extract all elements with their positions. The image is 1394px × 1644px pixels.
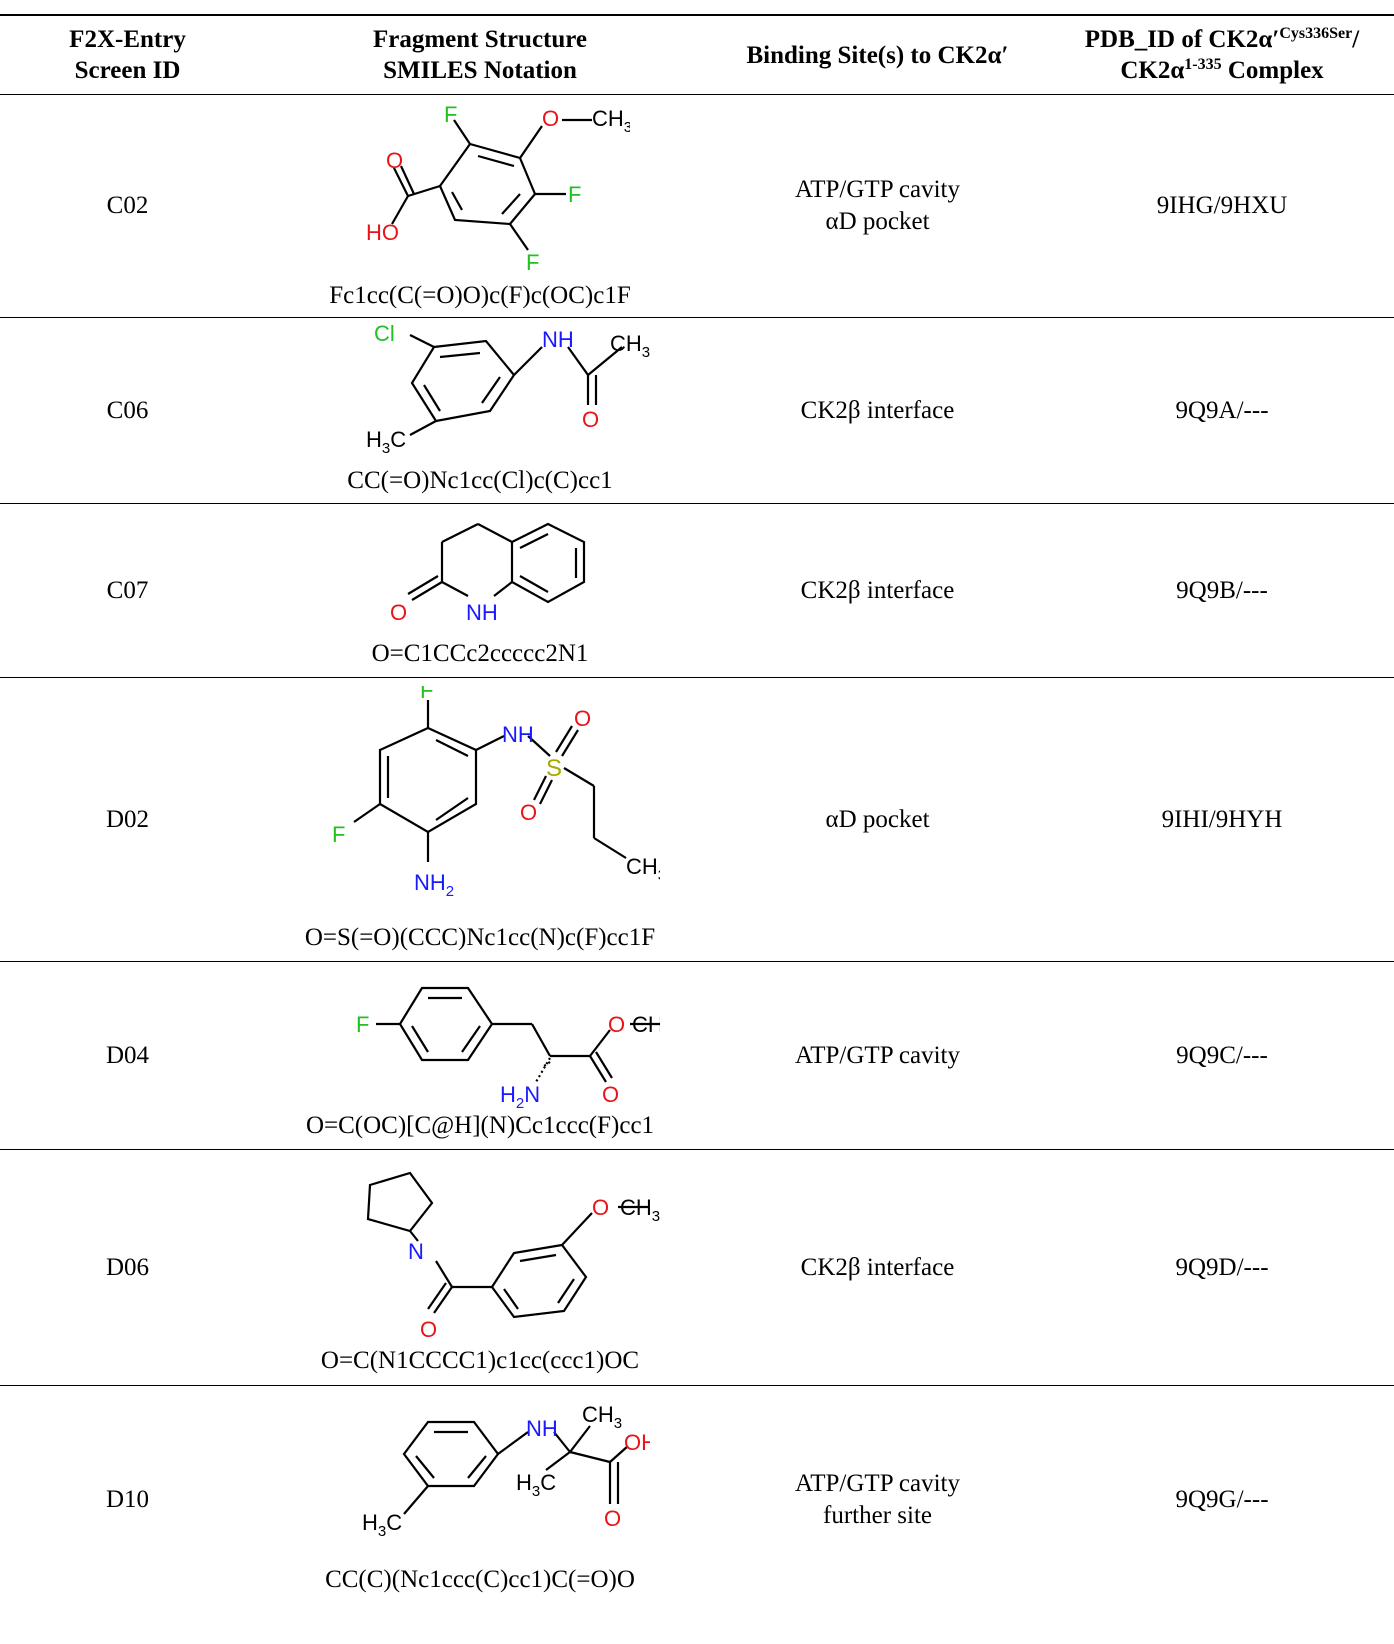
atom-nh: NH: [466, 600, 498, 625]
screen-id: D04: [0, 961, 255, 1150]
structure-d04: F O CH3 O H2N: [356, 986, 660, 1110]
table-row: C06 Cl NH CH3 O: [0, 317, 1394, 504]
pdb-id: 9Q9A/---: [1050, 317, 1394, 504]
atom-f: F: [444, 102, 457, 127]
atom-ch3: CH3: [632, 1012, 660, 1042]
pdb-id: 9IHG/9HXU: [1050, 94, 1394, 318]
screen-id: C02: [0, 94, 255, 318]
atom-o: O: [582, 407, 599, 432]
structure-d06: N O O CH3: [366, 1171, 660, 1342]
atom-s: S: [546, 755, 562, 782]
binding-site: CK2β interface: [705, 317, 1050, 504]
fragment-structure: F O CH3 O H2N O=C(OC)[C@H](N)Cc1ccc(F)cc…: [255, 961, 705, 1150]
fragment-structure: Cl NH CH3 O H3C CC(=O)Nc1cc(Cl)c(C)cc1: [255, 317, 705, 504]
atom-nh: NH: [526, 1416, 558, 1441]
table-row: C07 O NH O=C1CCc2ccccc2N1: [0, 503, 1394, 678]
fragment-structure: F NH S O O CH3 F NH2 O=S(=O)(CCC)Nc1cc(N…: [255, 677, 705, 962]
header-row: F2X-Entry Screen ID Fragment Structure S…: [0, 16, 1394, 95]
atom-f: F: [332, 822, 345, 847]
structure-d10: NH CH3 OH H3C O H3C: [362, 1404, 650, 1540]
smiles-notation: O=C(OC)[C@H](N)Cc1ccc(F)cc1: [305, 1111, 655, 1139]
atom-nh2: NH2: [414, 870, 454, 900]
header-fragment-structure: Fragment Structure SMILES Notation: [255, 16, 705, 95]
screen-id: C06: [0, 317, 255, 504]
smiles-notation: Fc1cc(C(=O)O)c(F)c(OC)c1F: [329, 282, 631, 309]
atom-ch3: CH3: [610, 331, 650, 361]
atom-o: O: [520, 800, 537, 825]
fragment-structure: F O CH3 F F O HO Fc1cc(C(=O)O)c(F)c(OC)c…: [255, 94, 705, 318]
table-row: D04 F O: [0, 961, 1394, 1150]
atom-h3c: H3C: [366, 427, 406, 457]
atom-cl: Cl: [374, 325, 395, 346]
binding-site: ATP/GTP cavity: [705, 961, 1050, 1150]
smiles-notation: O=C(N1CCCC1)c1cc(ccc1)OC: [320, 1346, 640, 1374]
atom-o: O: [420, 1317, 437, 1342]
atom-nh: NH: [542, 327, 574, 352]
atom-f: F: [526, 250, 539, 275]
smiles-notation: O=S(=O)(CCC)Nc1cc(N)c(F)cc1F: [304, 923, 656, 951]
atom-n: N: [408, 1239, 424, 1264]
fragment-structure: NH CH3 OH H3C O H3C CC(C)(Nc1ccc(C)cc1)C…: [255, 1386, 705, 1614]
atom-nh: NH: [502, 722, 534, 747]
smiles-notation: O=C1CCc2ccccc2N1: [371, 639, 589, 667]
header-screen-id: F2X-Entry Screen ID: [0, 16, 255, 95]
atom-ch3: CH3: [620, 1195, 660, 1225]
structure-c07: O NH: [390, 522, 586, 625]
structure-c02: F O CH3 F F O HO: [366, 102, 630, 275]
table-row: D10 NH CH3: [0, 1386, 1394, 1614]
fragment-structure: N O O CH3 O=C(N1CCCC1)c1cc(ccc1)OC: [255, 1149, 705, 1386]
smiles-notation: CC(=O)Nc1cc(Cl)c(C)cc1: [347, 466, 613, 494]
atom-ho: HO: [366, 220, 399, 245]
table-frame: F2X-Entry Screen ID Fragment Structure S…: [0, 14, 1394, 1614]
pdb-id: 9Q9D/---: [1050, 1149, 1394, 1386]
atom-o: O: [390, 600, 407, 625]
atom-o: O: [574, 706, 591, 731]
top-rule: [0, 14, 1394, 16]
atom-f: F: [420, 686, 433, 703]
atom-o: O: [542, 106, 559, 131]
atom-ch3: CH3: [626, 854, 660, 884]
fragment-table: F2X-Entry Screen ID Fragment Structure S…: [0, 16, 1394, 1614]
atom-f: F: [356, 1012, 369, 1037]
screen-id: D10: [105, 1485, 150, 1513]
screen-id: C07: [0, 503, 255, 678]
pdb-id: 9IHI/9HYH: [1050, 677, 1394, 962]
atom-h3c: H3C: [516, 1470, 556, 1500]
atom-oh: OH: [624, 1430, 650, 1455]
atom-o: O: [608, 1012, 625, 1037]
header-binding-site: Binding Site(s) to CK2α′: [705, 16, 1050, 95]
screen-id: D02: [0, 677, 255, 962]
binding-site: CK2β interface: [705, 1149, 1050, 1386]
binding-site: αD pocket: [705, 677, 1050, 962]
atom-h3c: H3C: [362, 1510, 402, 1540]
atom-o: O: [602, 1082, 619, 1107]
fragment-structure: O NH O=C1CCc2ccccc2N1: [255, 503, 705, 678]
table-row: D02: [0, 677, 1394, 962]
atom-o: O: [604, 1506, 621, 1531]
atom-o: O: [386, 148, 403, 173]
table-row: C02 F O CH3: [0, 94, 1394, 318]
structure-c06: Cl NH CH3 O H3C: [366, 325, 650, 457]
pdb-id: 9Q9B/---: [1050, 503, 1394, 678]
pdb-id: 9Q9G/---: [1175, 1485, 1269, 1513]
atom-h2n: H2N: [500, 1082, 540, 1110]
header-pdb-id: PDB_ID of CK2α′Cys336Ser/ CK2α1-335 Comp…: [1050, 16, 1394, 95]
atom-ch3: CH3: [582, 1404, 622, 1432]
table-row: D06 N O O CH: [0, 1149, 1394, 1386]
screen-id: D06: [0, 1149, 255, 1386]
smiles-notation: CC(C)(Nc1ccc(C)cc1)C(=O)O: [325, 1565, 635, 1593]
atom-f: F: [568, 182, 581, 207]
binding-site: CK2β interface: [705, 503, 1050, 678]
atom-ch3: CH3: [592, 106, 630, 136]
structure-d02: F NH S O O CH3 F NH2: [332, 686, 660, 900]
pdb-id: 9Q9C/---: [1050, 961, 1394, 1150]
atom-o: O: [592, 1195, 609, 1220]
